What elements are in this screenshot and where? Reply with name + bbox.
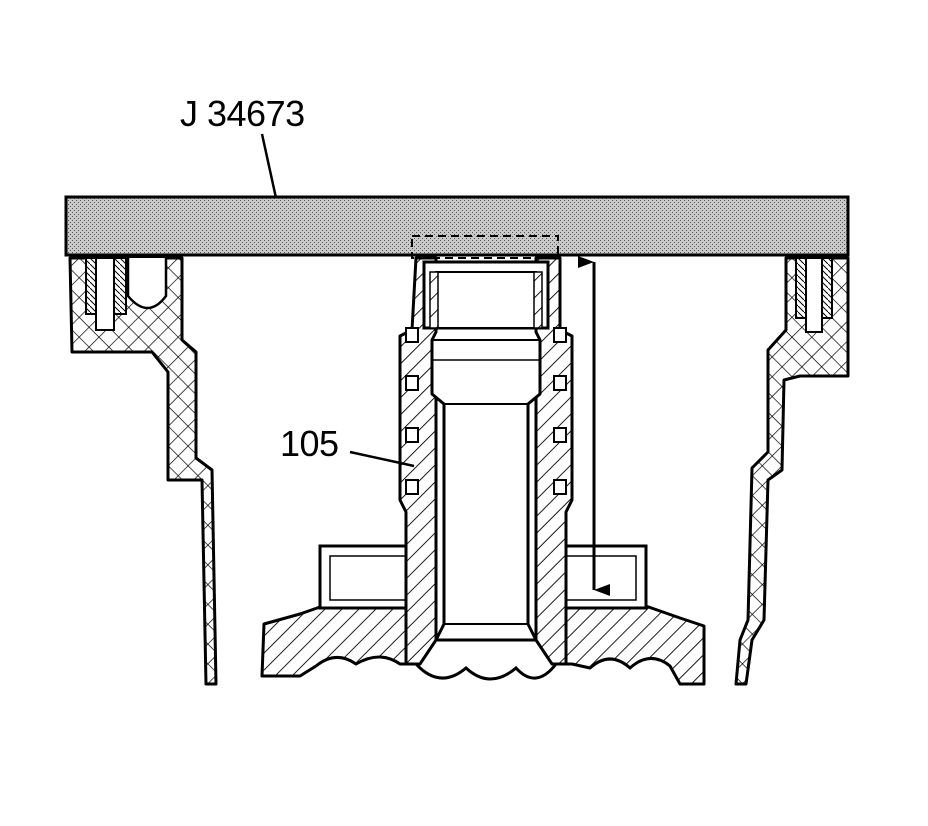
tool-callout-label: J 34673	[180, 93, 305, 134]
center-shaft	[398, 256, 574, 666]
tool-plate	[64, 195, 850, 259]
plate-pocket-dashed-outline	[411, 235, 559, 259]
tool-leader-line	[260, 133, 278, 199]
part-callout-label: 105	[280, 423, 339, 464]
part-leader-line	[349, 450, 415, 468]
right-case-wall	[734, 256, 850, 686]
left-case-wall	[68, 256, 218, 686]
